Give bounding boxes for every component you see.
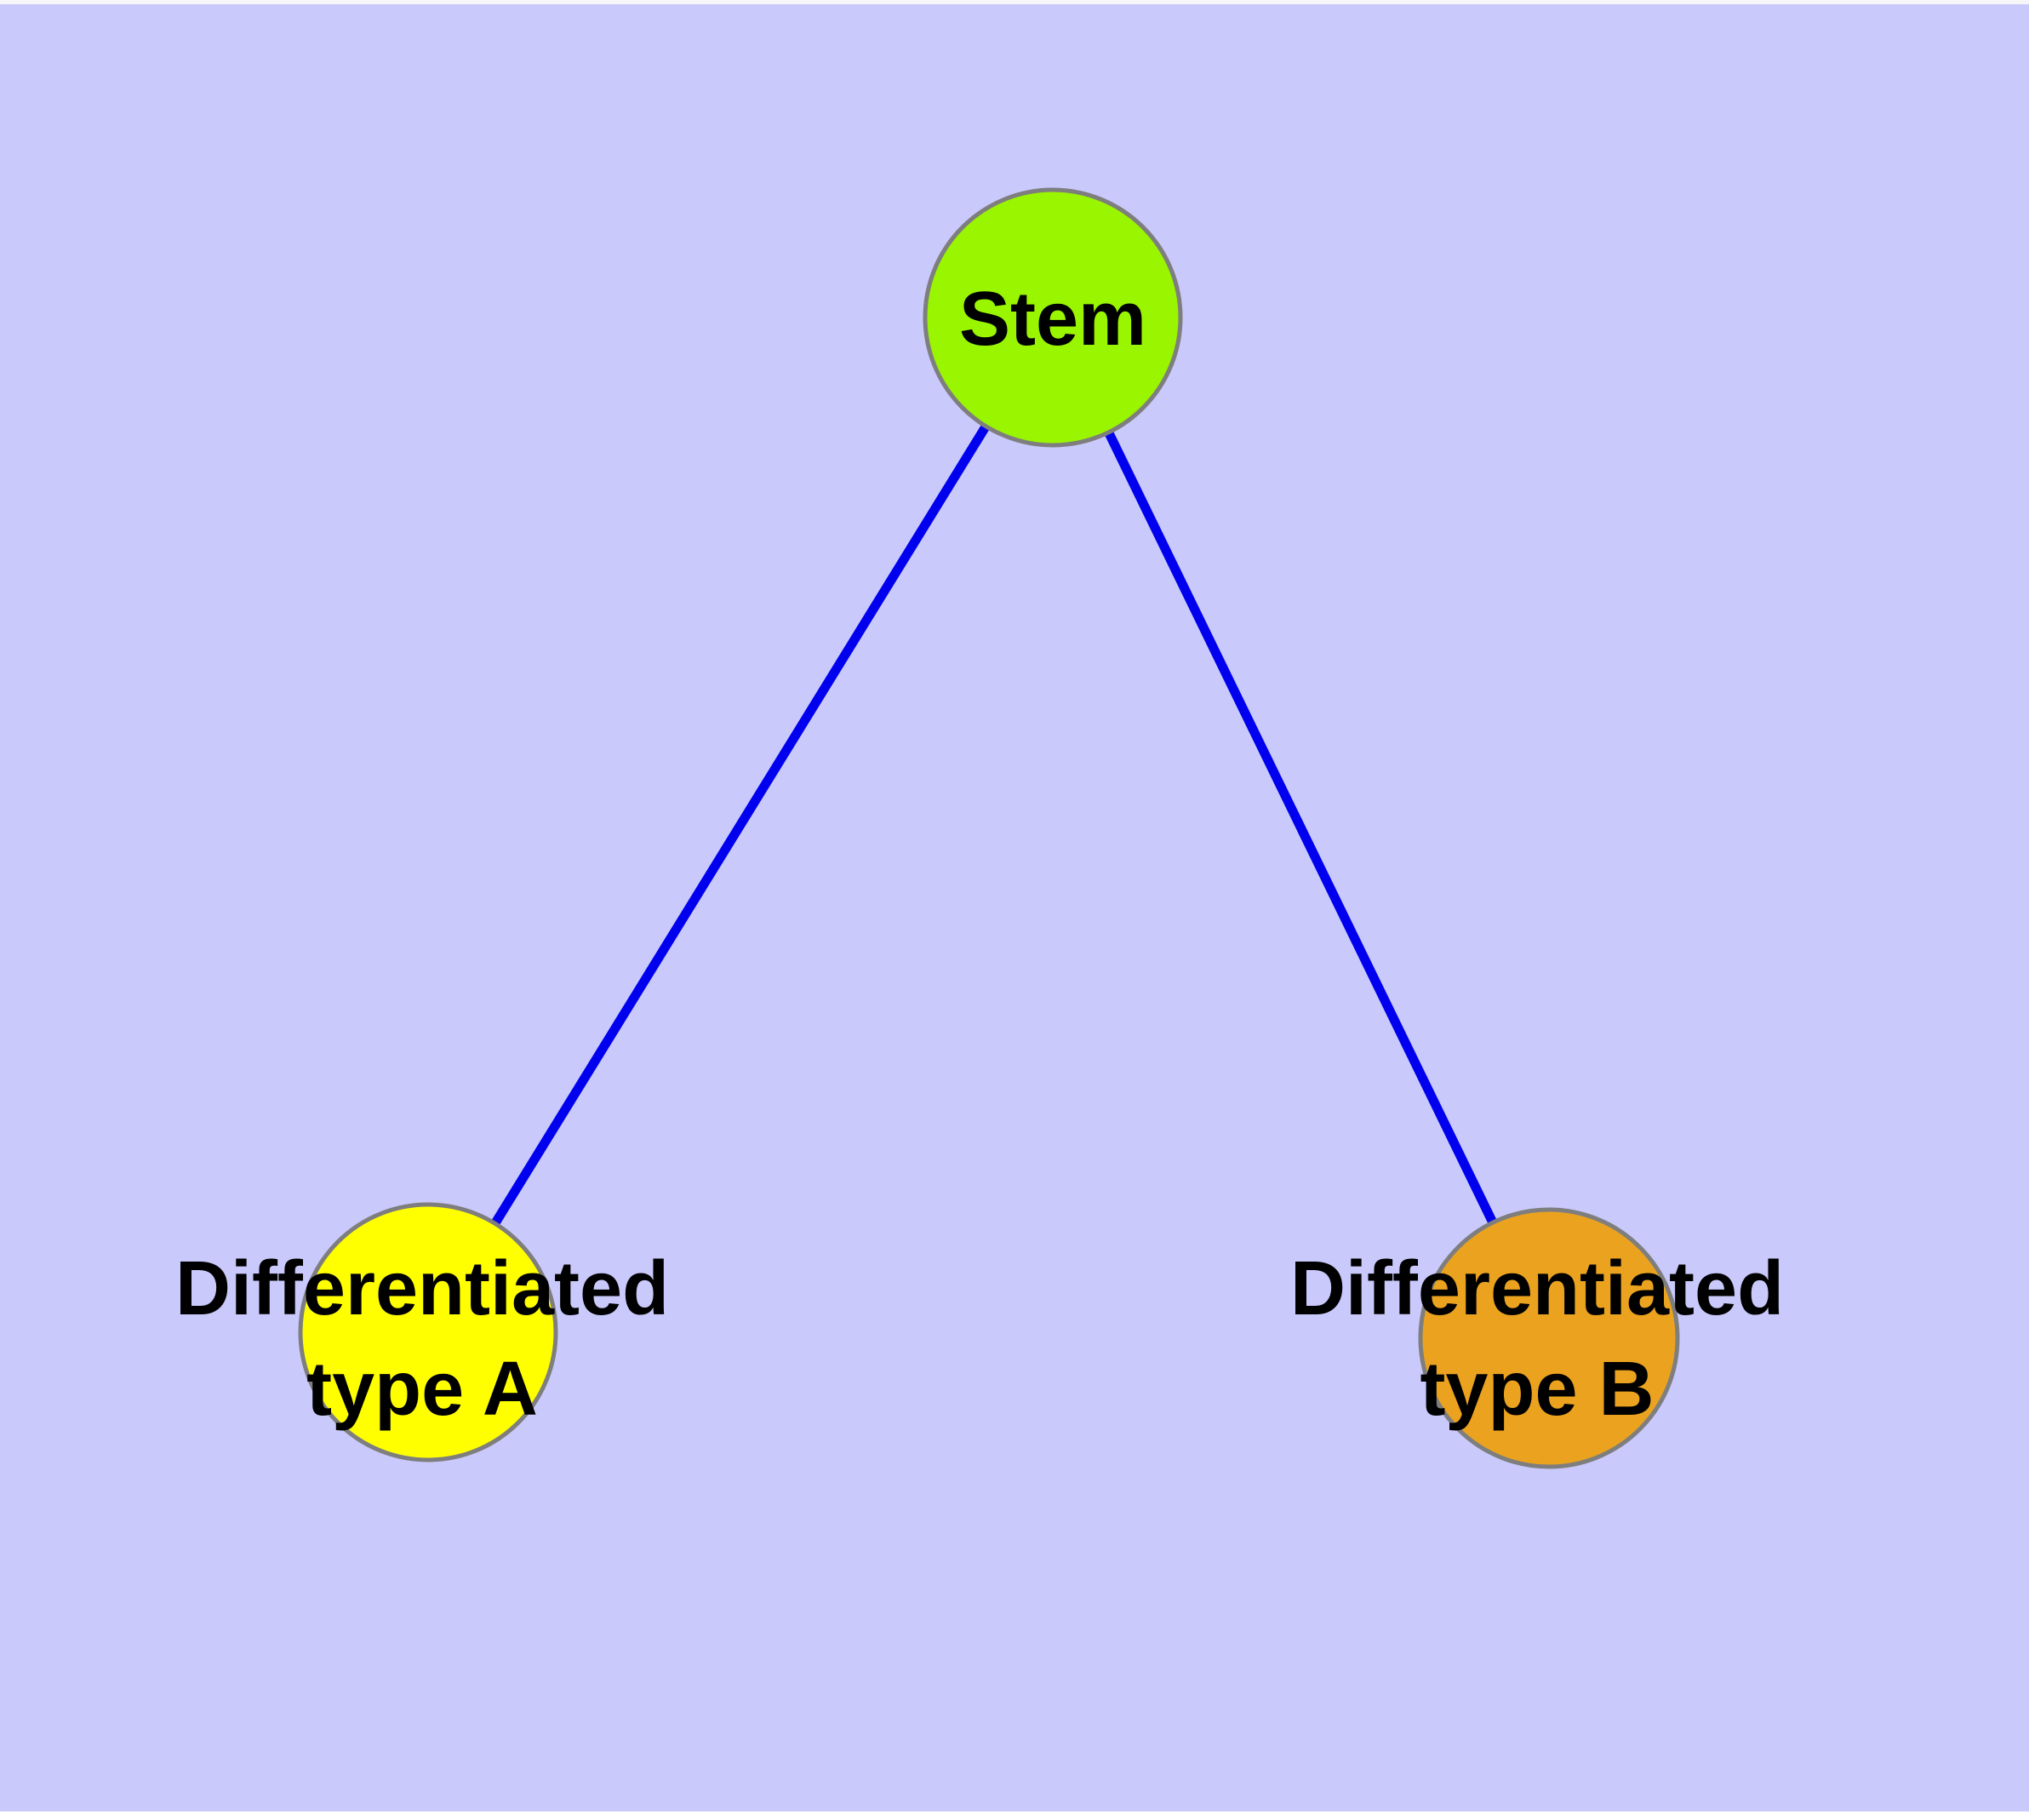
node-stem (923, 187, 1183, 448)
edge-stem-to-type-a (424, 315, 1057, 1335)
node-type-b (1418, 1207, 1680, 1469)
bottom-margin (0, 1811, 2029, 1820)
node-label-stem: Stem (958, 277, 1147, 362)
node-label-differentiated-type-b: Differentiated type B (1289, 1246, 1785, 1432)
top-margin (0, 0, 2029, 4)
node-type-a (298, 1202, 558, 1462)
node-label-differentiated-type-a: Differentiated type A (174, 1246, 670, 1432)
edge-stem-to-type-b (1049, 315, 1553, 1341)
